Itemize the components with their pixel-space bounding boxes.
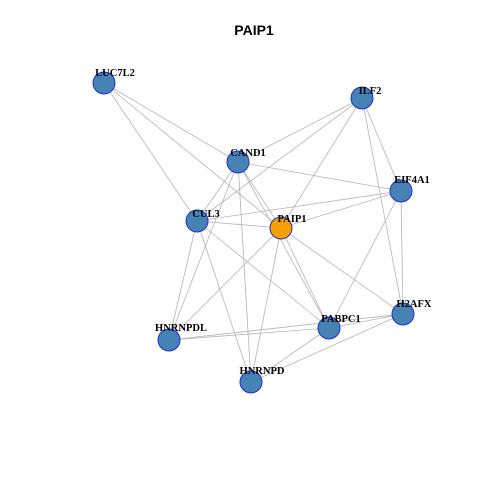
edge-cul3-pabpc1 <box>196 220 330 329</box>
edge-cul3-paip1 <box>196 220 282 229</box>
node-paip1 <box>269 216 293 240</box>
edge-eif4a1-pabpc1 <box>328 190 402 329</box>
node-label-cand1: CAND1 <box>230 148 266 159</box>
edge-paip1-hnrnpd <box>250 227 282 383</box>
edge-eif4a1-paip1 <box>280 190 402 229</box>
node-label-ilf2: ILF2 <box>359 86 382 97</box>
diagram-title: PAIP1 <box>234 22 274 38</box>
edge-paip1-hnrnpdl <box>168 227 282 341</box>
edge-ilf2-h2afx <box>361 97 404 315</box>
edge-ilf2-paip1 <box>280 97 363 229</box>
edge-ilf2-cand1 <box>237 97 363 163</box>
edge-ilf2-eif4a1 <box>361 97 402 192</box>
node-layer <box>92 71 415 394</box>
edge-cand1-paip1 <box>237 161 282 229</box>
edge-cand1-hnrnpd <box>237 161 252 383</box>
node-luc7l2 <box>92 71 116 95</box>
edge-luc7l2-cand1 <box>103 82 239 163</box>
edge-pabpc1-hnrnpd <box>250 327 330 383</box>
edge-paip1-h2afx <box>280 227 404 315</box>
edge-luc7l2-cul3 <box>103 82 198 222</box>
edge-cand1-eif4a1 <box>237 161 402 192</box>
edge-cul3-hnrnpd <box>196 220 252 383</box>
edge-eif4a1-h2afx <box>400 190 404 315</box>
edge-cand1-cul3 <box>196 161 239 222</box>
node-label-hnrnpdl: HNRNPDL <box>155 323 207 334</box>
edge-cand1-hnrnpdl <box>168 161 239 341</box>
node-eif4a1 <box>389 179 413 203</box>
node-cand1 <box>226 150 250 174</box>
node-ilf2 <box>350 86 374 110</box>
node-pabpc1 <box>317 316 341 340</box>
edge-cul3-hnrnpdl <box>168 220 198 341</box>
edge-h2afx-hnrnpd <box>250 313 404 383</box>
node-label-cul3: CUL3 <box>192 209 219 220</box>
edge-layer <box>103 82 404 383</box>
node-label-luc7l2: LUC7L2 <box>95 68 135 79</box>
node-h2afx <box>391 302 415 326</box>
edge-cand1-pabpc1 <box>237 161 330 329</box>
edge-ilf2-cul3 <box>196 97 363 222</box>
edge-h2afx-hnrnpdl <box>168 313 404 341</box>
node-hnrnpdl <box>157 328 181 352</box>
node-label-paip1: PAIP1 <box>278 214 307 225</box>
edge-paip1-pabpc1 <box>280 227 330 329</box>
edge-luc7l2-paip1 <box>103 82 282 229</box>
edge-pabpc1-h2afx <box>328 313 404 329</box>
edge-pabpc1-hnrnpdl <box>168 327 330 341</box>
node-cul3 <box>185 209 209 233</box>
node-hnrnpd <box>239 370 263 394</box>
node-label-hnrnpd: HNRNPD <box>240 366 285 377</box>
node-label-h2afx: H2AFX <box>397 299 432 310</box>
node-label-eif4a1: EIF4A1 <box>394 175 430 186</box>
edge-eif4a1-cul3 <box>196 190 402 222</box>
node-label-pabpc1: PABPC1 <box>321 314 360 325</box>
